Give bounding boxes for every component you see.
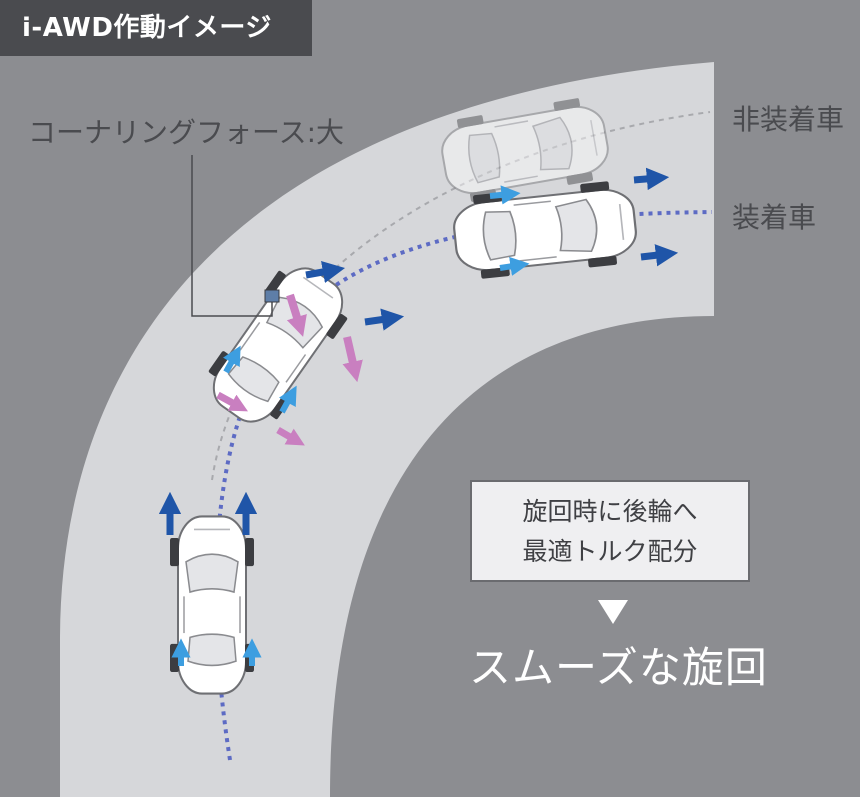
result-text: スムーズな旋回 bbox=[469, 643, 768, 692]
trajectory-without-system bbox=[211, 111, 711, 481]
car-straight bbox=[168, 515, 256, 695]
torque-distribution-box: 旋回時に後輪へ 最適トルク配分 bbox=[470, 480, 750, 582]
drive-arrow-exit-front-1 bbox=[633, 167, 670, 191]
drive-arrow-mid-rear-1 bbox=[222, 345, 241, 374]
with-system-label: 装着車 bbox=[732, 201, 817, 234]
page-title: i-AWD作動イメージ bbox=[0, 0, 312, 56]
drive-arrow-mid-front-1 bbox=[305, 260, 346, 283]
cornering-force-arrow-3 bbox=[216, 391, 248, 412]
cornering-force-arrow-2 bbox=[342, 336, 363, 383]
cornering-force-arrow-4 bbox=[276, 426, 305, 446]
cornering-force-arrow-1 bbox=[286, 293, 307, 337]
info-line-1: 旋回時に後輪へ bbox=[522, 497, 698, 526]
drive-arrow-exit-rear-1 bbox=[489, 185, 521, 205]
drive-arrow-mid-front-2 bbox=[364, 308, 405, 331]
without-system-label: 非装着車 bbox=[732, 103, 845, 136]
drive-arrow-exit-front-2 bbox=[640, 244, 679, 267]
cornering-force-marker bbox=[264, 289, 280, 303]
drive-arrow-mid-rear-2 bbox=[278, 385, 297, 414]
cornering-force-leader-line bbox=[191, 155, 273, 317]
cornering-force-label: コーナリングフォース:大 bbox=[28, 116, 345, 149]
drive-arrow-exit-rear-2 bbox=[499, 256, 530, 276]
info-line-2: 最適トルク配分 bbox=[522, 537, 698, 566]
arrow-down-icon bbox=[598, 600, 628, 624]
